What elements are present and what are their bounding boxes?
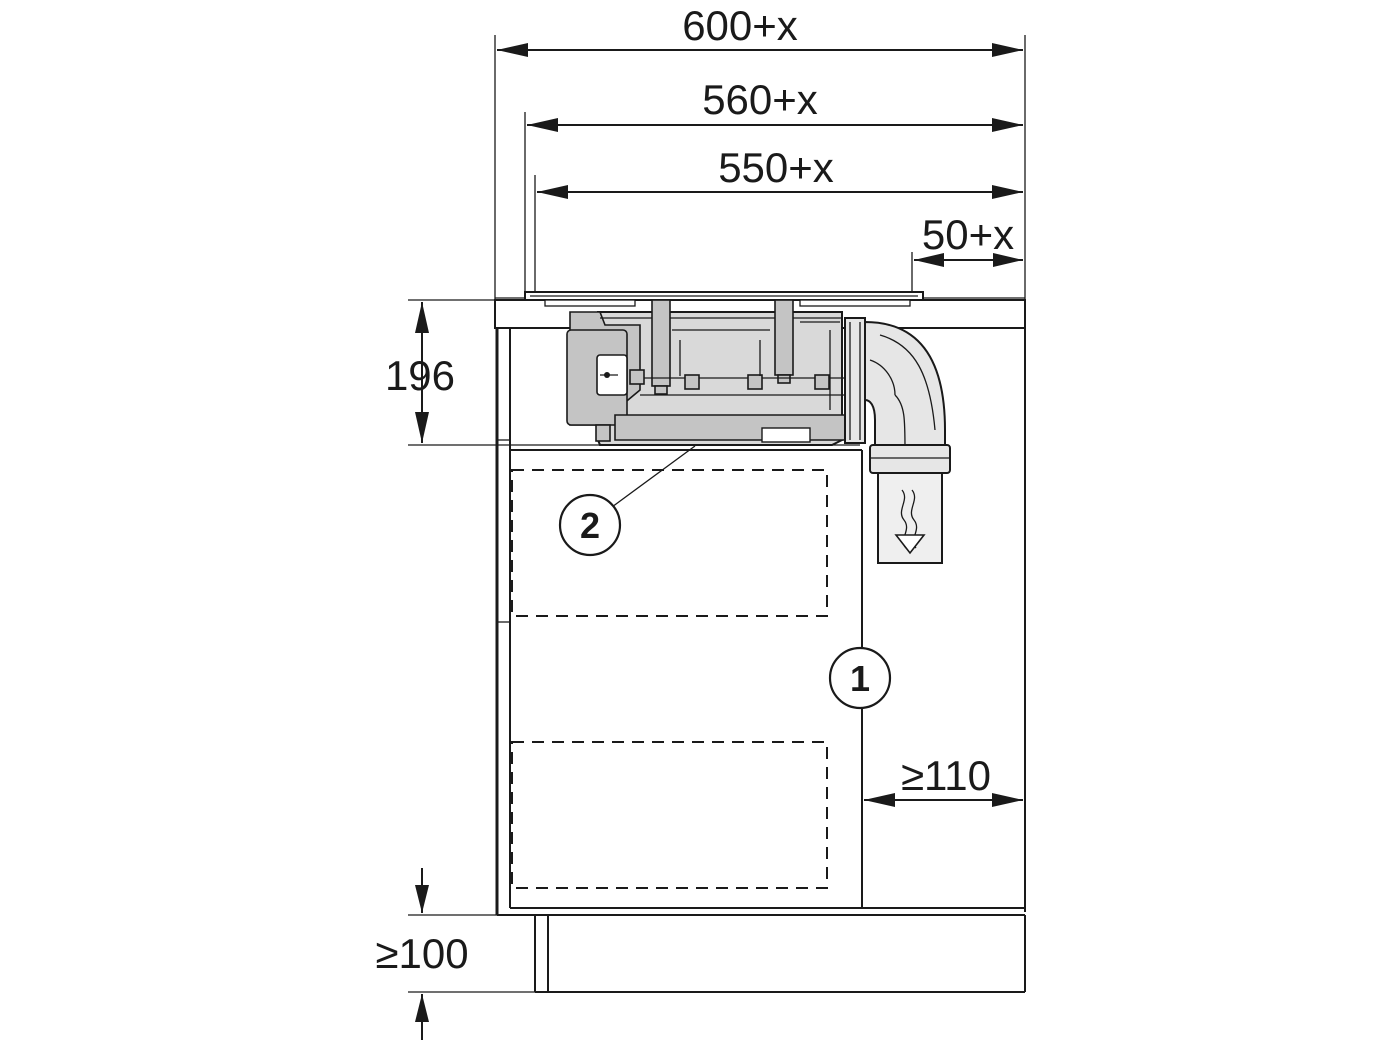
drawer-upper-outline [511, 469, 828, 617]
dimension-110: ≥110 [864, 752, 1023, 807]
dimension-100: ≥100 [375, 868, 535, 1040]
dimension-label-50: 50+x [922, 211, 1014, 258]
plinth [534, 915, 1026, 993]
dimension-label-110: ≥110 [901, 752, 991, 799]
dimension-600: 600+x [494, 2, 1026, 300]
dimension-550: 550+x [534, 144, 1023, 293]
hob-glass [524, 291, 924, 307]
callout-2: 2 [558, 445, 696, 557]
dimension-560: 560+x [524, 76, 1023, 293]
callout-label-1: 1 [850, 658, 870, 699]
drawer-lower-outline [511, 741, 828, 889]
dimension-196: 196 [385, 299, 860, 446]
dimension-label-600: 600+x [682, 2, 798, 49]
callout-1: 1 [828, 646, 892, 710]
callout-label-2: 2 [580, 505, 600, 546]
dimension-label-196: 196 [385, 352, 455, 399]
dimension-label-560: 560+x [702, 76, 818, 123]
dimension-label-550: 550+x [718, 144, 834, 191]
dimension-50: 50+x [911, 211, 1023, 298]
duct-elbow [844, 317, 951, 564]
dimension-label-100: ≥100 [375, 930, 468, 977]
extractor-unit [566, 299, 846, 446]
